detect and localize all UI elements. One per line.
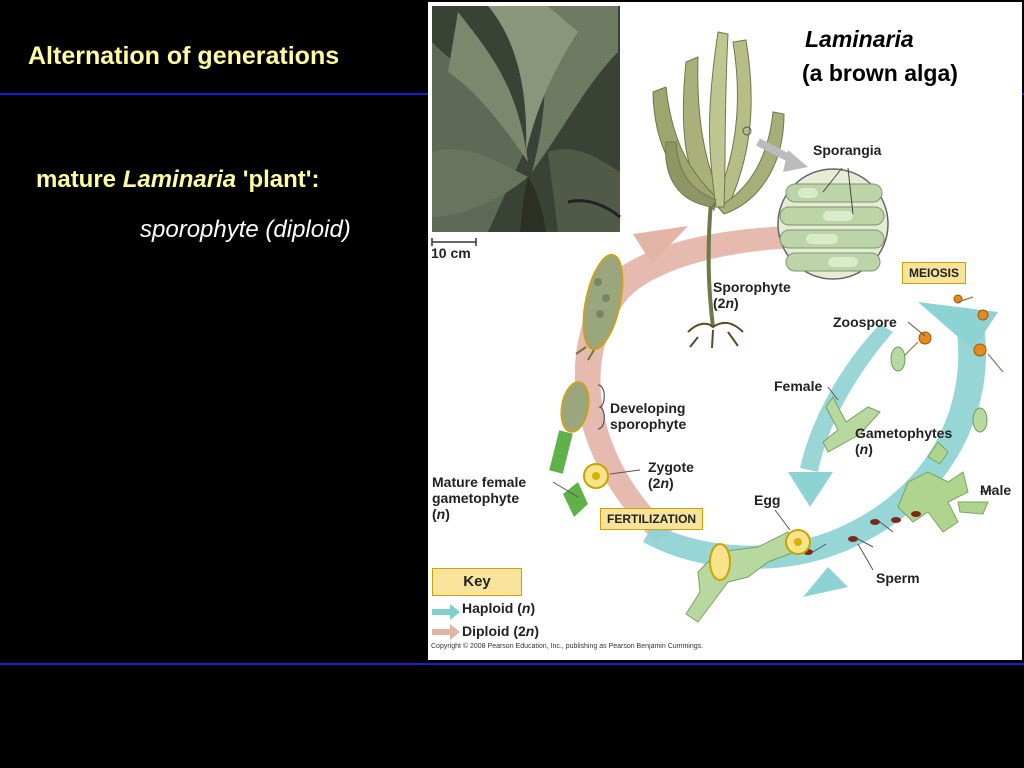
ploidy-n: n	[660, 475, 670, 491]
life-cycle-figure: Laminaria (a brown alga) 10 cm Sporangia…	[428, 2, 1022, 660]
haploid-pre: Haploid (	[462, 600, 522, 616]
life-cycle-diagram	[431, 6, 1004, 640]
mature-female-gametophyte	[563, 482, 588, 517]
legend-title: Key	[432, 568, 522, 596]
diploid-arrowhead	[633, 226, 688, 264]
copyright-notice: Copyright © 2008 Pearson Education, Inc.…	[431, 643, 704, 650]
female-gametophyte	[822, 396, 881, 453]
label-egg: Egg	[754, 492, 781, 508]
sporophyte-plant	[652, 31, 785, 349]
ploidy-pre: (	[855, 441, 860, 457]
species-name: Laminaria	[805, 26, 914, 52]
label-sperm: Sperm	[876, 570, 920, 586]
male-gametophyte	[897, 441, 989, 533]
subtitle-genus: Laminaria	[122, 166, 237, 193]
developing-line2: sporophyte	[610, 416, 687, 432]
zygote-name: Zygote	[648, 459, 694, 475]
mature-female-line2: gametophyte	[432, 490, 520, 506]
zygote	[583, 463, 609, 489]
haploid-key-arrow	[432, 604, 460, 620]
label-mature-female-gametophyte: Mature female gametophyte (n)	[432, 474, 526, 522]
haploid-arrowhead-bottom	[803, 567, 848, 597]
label-fertilization: FERTILIZATION	[600, 508, 704, 530]
sporophyte-name: Sporophyte	[713, 279, 791, 295]
label-meiosis: MEIOSIS	[902, 262, 967, 284]
developing-line1: Developing	[610, 400, 686, 416]
zoospores	[890, 294, 1004, 433]
label-zygote: Zygote (2n)	[648, 459, 694, 491]
label-developing-sporophyte: Developing sporophyte	[610, 400, 686, 432]
diploid-post: )	[534, 623, 540, 639]
sporangia-detail	[777, 168, 889, 280]
egg-and-female-structure	[685, 529, 811, 623]
subtitle-line2: sporophyte (diploid)	[140, 216, 351, 243]
ploidy-n: n	[859, 441, 869, 457]
subtitle-prefix: mature	[36, 166, 123, 193]
haploid-arrowhead-inner	[788, 472, 833, 507]
ploidy-n: n	[725, 295, 735, 311]
ploidy-post: )	[734, 295, 739, 311]
developing-sporophyte-pod	[549, 253, 624, 474]
label-female: Female	[774, 378, 823, 394]
species-note: (a brown alga)	[802, 60, 958, 86]
ploidy-pre: (	[432, 506, 437, 522]
label-male: Male	[980, 482, 1012, 498]
zygote-ploidy: (2n)	[648, 475, 694, 491]
diploid-pre: Diploid (2	[462, 623, 526, 639]
label-sporophyte: Sporophyte (2n)	[713, 279, 791, 311]
slide-subtitle: mature Laminaria 'plant':	[36, 166, 320, 194]
ploidy-post: )	[445, 506, 450, 522]
kelp-photo	[432, 6, 621, 232]
label-gametophytes: Gametophytes (n)	[855, 425, 952, 457]
sporophyte-ploidy: (2n)	[713, 295, 791, 311]
mature-female-ploidy: (n)	[432, 506, 526, 522]
sperm-cells	[803, 511, 921, 555]
scale-label: 10 cm	[431, 245, 471, 261]
ploidy-post: )	[669, 475, 674, 491]
haploid-post: )	[530, 600, 536, 616]
gametophytes-name: Gametophytes	[855, 425, 953, 441]
subtitle-suffix: 'plant':	[236, 166, 320, 193]
ploidy-pre: (2	[648, 475, 661, 491]
legend-haploid: Haploid (n)	[462, 600, 535, 616]
mature-female-line1: Mature female	[432, 474, 527, 490]
ploidy-n: n	[436, 506, 446, 522]
ploidy-post: )	[868, 441, 873, 457]
ploidy-pre: (2	[713, 295, 726, 311]
gametophytes-ploidy: (n)	[855, 441, 952, 457]
haploid-n: n	[521, 600, 531, 616]
label-zoospore: Zoospore	[833, 314, 897, 330]
slide-title: Alternation of generations	[28, 42, 340, 70]
diploid-key-arrow	[432, 624, 460, 640]
legend-diploid: Diploid (2n)	[462, 623, 539, 639]
bottom-rule	[0, 663, 1024, 665]
diploid-n: n	[525, 623, 535, 639]
label-sporangia: Sporangia	[813, 142, 882, 158]
